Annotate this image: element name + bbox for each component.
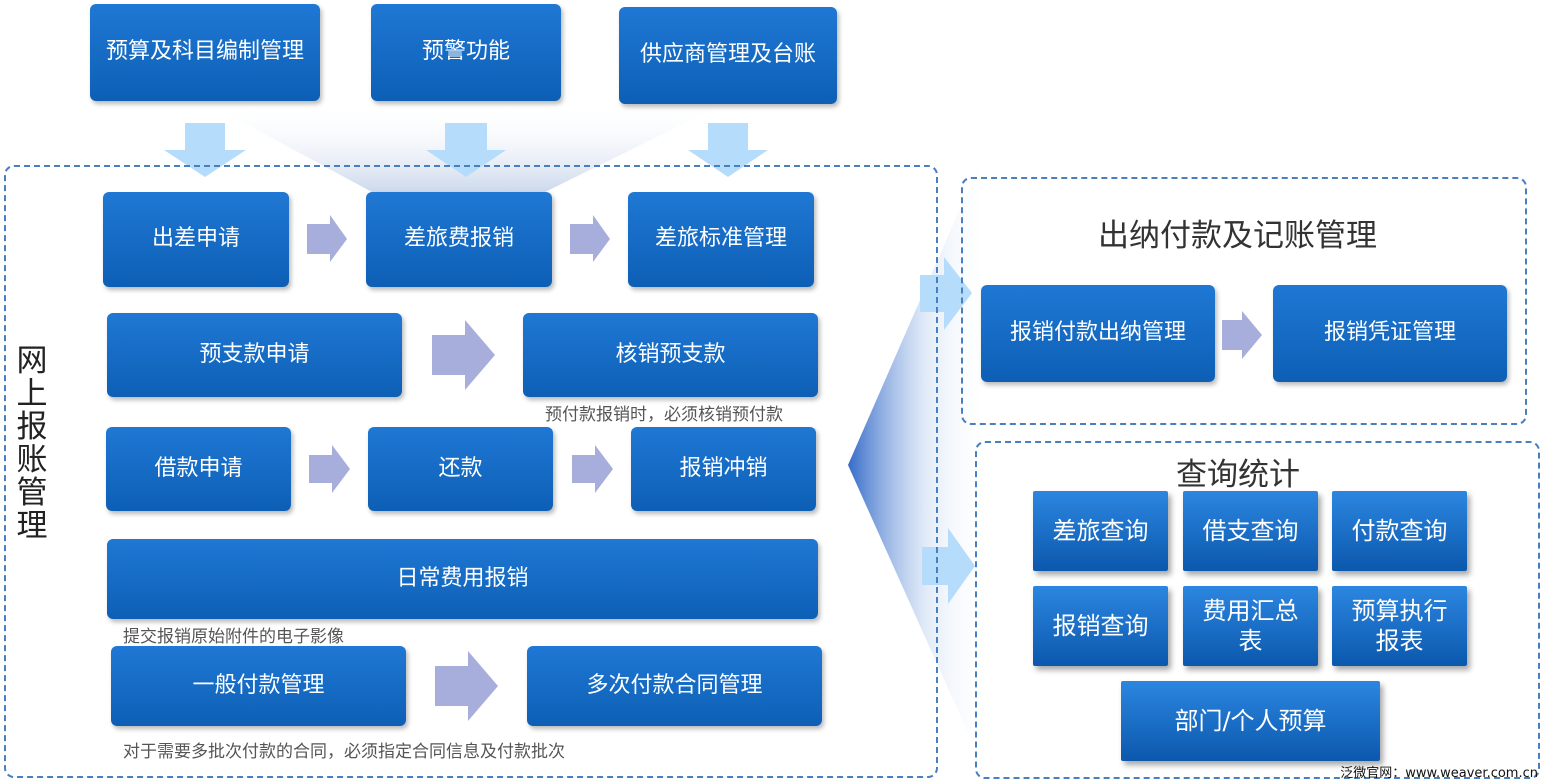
expense-summary-box: 费用汇总表 <box>1183 586 1318 666</box>
multi-payment-note: 对于需要多批次付款的合同，必须指定合同信息及付款批次 <box>123 742 565 762</box>
flow-arrow-2 <box>570 215 610 262</box>
warning-function-box: 预警功能 <box>371 4 561 101</box>
query-panel <box>975 441 1540 779</box>
down-arrow-3 <box>688 123 768 177</box>
daily-expense-box: 日常费用报销 <box>107 539 818 619</box>
cashier-panel <box>961 177 1527 425</box>
travel-application-box: 出差申请 <box>103 192 289 287</box>
down-arrow-1 <box>164 123 246 177</box>
department-budget-box: 部门/个人预算 <box>1121 681 1380 761</box>
travel-standard-box: 差旅标准管理 <box>628 192 814 287</box>
weaver-website-footer: 泛微官网：www.weaver.com.cn <box>1340 766 1538 781</box>
budget-management-box: 预算及科目编制管理 <box>90 4 320 101</box>
down-arrow-2 <box>426 123 506 177</box>
flow-arrow-6 <box>435 651 498 721</box>
flow-arrow-1 <box>307 215 347 262</box>
loan-application-box: 借款申请 <box>106 427 291 511</box>
multi-payment-contract-box: 多次付款合同管理 <box>527 646 822 726</box>
prepayment-note: 预付款报销时，必须核销预付款 <box>545 405 783 425</box>
flow-arrow-5 <box>572 445 613 493</box>
online-reimbursement-title: 网上报账管理 <box>16 343 48 544</box>
budget-execution-report-box: 预算执行报表 <box>1332 586 1467 666</box>
flow-arrow-4 <box>309 445 350 493</box>
daily-expense-note: 提交报销原始附件的电子影像 <box>123 627 344 647</box>
payment-cashier-box: 报销付款出纳管理 <box>981 285 1215 382</box>
query-title: 查询统计 <box>1176 457 1300 493</box>
online-reimbursement-panel <box>4 165 938 778</box>
cashier-title: 出纳付款及记账管理 <box>1098 218 1377 254</box>
prepayment-writeoff-box: 核销预支款 <box>523 313 818 397</box>
flow-arrow-7 <box>1222 311 1262 359</box>
repayment-box: 还款 <box>368 427 553 511</box>
loan-query-box: 借支查询 <box>1183 491 1318 571</box>
reimbursement-query-box: 报销查询 <box>1033 586 1168 666</box>
right-arrow-query <box>922 528 975 604</box>
payment-query-box: 付款查询 <box>1332 491 1467 571</box>
general-payment-box: 一般付款管理 <box>111 646 406 726</box>
voucher-management-box: 报销凭证管理 <box>1273 285 1507 382</box>
travel-query-box: 差旅查询 <box>1033 491 1168 571</box>
right-arrow-cashier <box>920 257 972 330</box>
flow-arrow-3 <box>432 320 495 390</box>
reimbursement-offset-box: 报销冲销 <box>631 427 816 511</box>
supplier-management-box: 供应商管理及台账 <box>619 7 837 104</box>
prepayment-application-box: 预支款申请 <box>107 313 402 397</box>
travel-reimbursement-box: 差旅费报销 <box>366 192 552 287</box>
